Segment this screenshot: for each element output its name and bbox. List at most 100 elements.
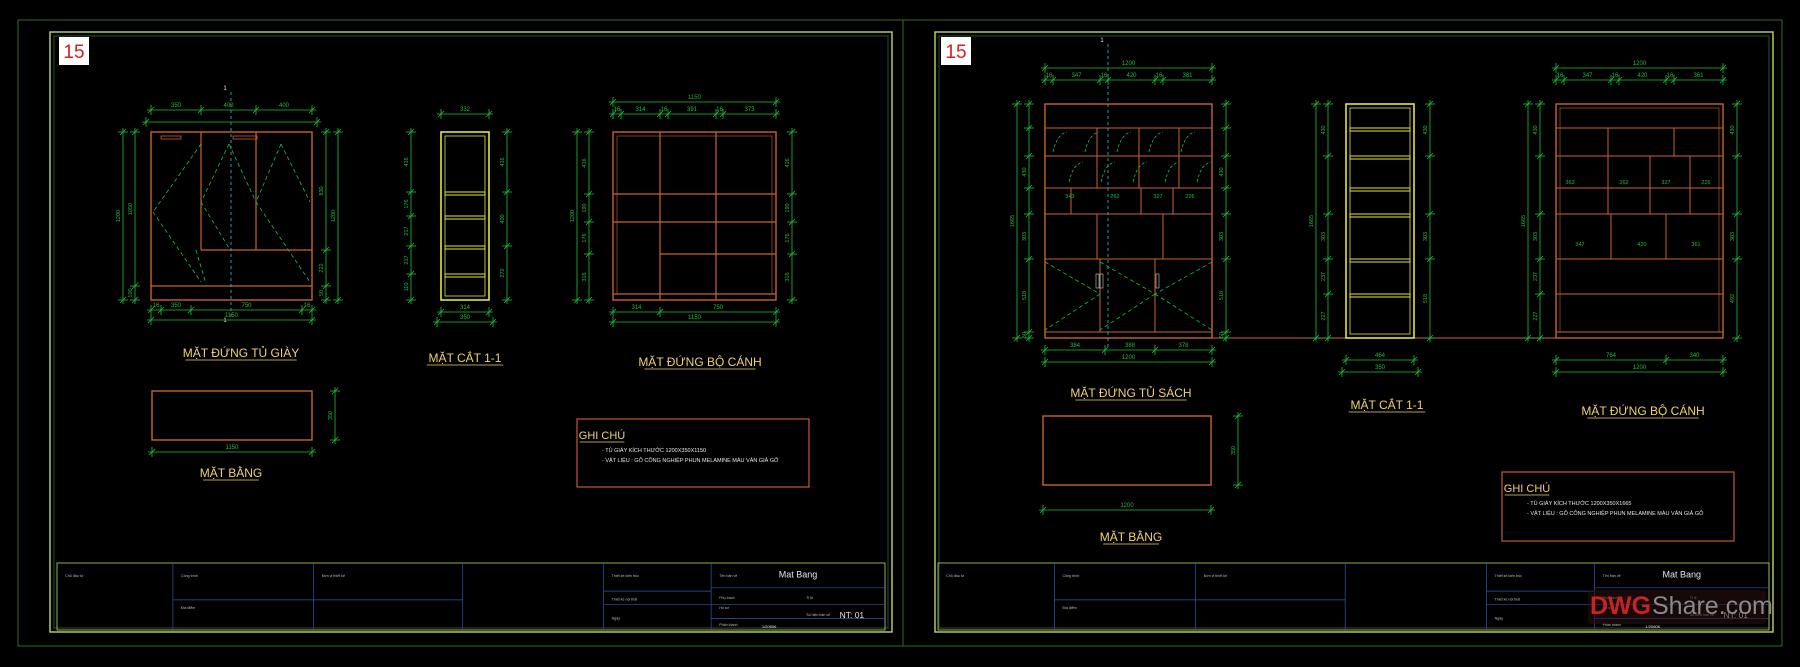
dim-label: 217 bbox=[404, 226, 410, 235]
dim-slash bbox=[573, 296, 581, 304]
dim-slash bbox=[719, 110, 727, 118]
section-outline bbox=[440, 131, 490, 301]
view-label-side: MẶT ĐỨNG BỘ CÁNH bbox=[1581, 403, 1704, 418]
view-label-section: MẶT CẮT 1-1 bbox=[429, 350, 502, 365]
dim-label: 314 bbox=[635, 107, 646, 113]
dim-slash bbox=[1524, 100, 1532, 108]
dim-label: 176 bbox=[785, 233, 791, 242]
door-swing bbox=[195, 249, 207, 285]
dim-slash bbox=[1536, 255, 1544, 263]
section-dim-bottom: 314 bbox=[437, 305, 493, 317]
dim-label: 416 bbox=[582, 158, 588, 167]
dim-slash bbox=[313, 118, 321, 126]
dim-slash bbox=[503, 296, 511, 304]
book-swing bbox=[1180, 131, 1196, 153]
dim-slash bbox=[1719, 368, 1727, 376]
book-swing bbox=[1148, 131, 1164, 153]
outer-frame bbox=[17, 19, 1783, 647]
dim-slash bbox=[1049, 76, 1057, 84]
dim-slash bbox=[407, 188, 415, 196]
dim-slash bbox=[1013, 100, 1021, 108]
dim-label: 750 bbox=[713, 305, 724, 311]
sheet-border bbox=[934, 31, 1774, 633]
dim-label: 303 bbox=[1219, 232, 1225, 241]
dim-slash bbox=[1552, 368, 1560, 376]
section-dim-bottom2: 350 bbox=[1338, 365, 1422, 377]
dim-label: 361 bbox=[1693, 73, 1704, 79]
dim-slash bbox=[1234, 481, 1242, 489]
dim-slash bbox=[1426, 255, 1434, 263]
sheet-badge: 15 bbox=[945, 42, 966, 63]
door-swing bbox=[200, 201, 230, 249]
plan-dim-h: 350 bbox=[1231, 412, 1243, 489]
shelf-dim: 420 bbox=[1637, 242, 1646, 248]
dim-slash bbox=[1222, 124, 1230, 132]
dim-slash bbox=[1662, 356, 1670, 364]
front-dim-right2: 1200 bbox=[331, 128, 343, 304]
dim-label: 464 bbox=[1375, 353, 1386, 359]
door-swing bbox=[200, 143, 230, 203]
dim-label: 1200 bbox=[331, 210, 337, 222]
handle bbox=[232, 135, 258, 140]
dim-slash bbox=[197, 106, 205, 114]
title-block-label: Công trình bbox=[181, 574, 198, 578]
dim-label: 430 bbox=[1533, 125, 1539, 134]
title-block-label: Phụ trách bbox=[719, 596, 734, 600]
view-label-plan: MẶT BẰNG bbox=[1100, 529, 1162, 544]
dim-slash bbox=[485, 308, 493, 316]
title-block-label: Tên bản vẽ bbox=[719, 574, 737, 578]
view-label-side: MẶT ĐỨNG BỘ CÁNH bbox=[638, 354, 761, 369]
dim-slash bbox=[1025, 210, 1033, 218]
dim-slash bbox=[1426, 100, 1434, 108]
section-shelf bbox=[1349, 293, 1411, 298]
book-swing bbox=[1164, 161, 1180, 183]
title-block-label: Thiết kế kiến trúc bbox=[612, 574, 640, 578]
dim-slash bbox=[1208, 76, 1216, 84]
dim-slash bbox=[1222, 184, 1230, 192]
dim-slash bbox=[1208, 358, 1216, 366]
dim-slash bbox=[1151, 76, 1159, 84]
section-dim-bottom2: 350 bbox=[433, 315, 497, 327]
dim-slash bbox=[1025, 255, 1033, 263]
dim-label: 16 bbox=[614, 107, 621, 113]
dim-slash bbox=[407, 212, 415, 220]
section-dim-top: 332 bbox=[437, 107, 493, 119]
dim-label: 50 bbox=[1219, 332, 1225, 338]
note-line: - TỦ GIÀY KÍCH THƯỚC 1200X350X1665 bbox=[1527, 500, 1632, 507]
door-swing bbox=[1154, 293, 1213, 331]
dim-slash bbox=[1041, 76, 1049, 84]
dim-label: 190 bbox=[582, 203, 588, 212]
door-swing bbox=[1044, 293, 1101, 331]
dim-slash bbox=[664, 110, 672, 118]
dim-slash bbox=[1222, 334, 1230, 342]
drawing-name: Mat Bang bbox=[1662, 570, 1701, 580]
dim-label: 303 bbox=[1423, 232, 1429, 241]
dim-slash bbox=[322, 128, 330, 136]
dim-label: 350 bbox=[328, 411, 334, 420]
dim-slash bbox=[331, 436, 339, 444]
dim-label: 518 bbox=[1423, 294, 1429, 303]
dim-slash bbox=[788, 218, 796, 226]
dim-slash bbox=[119, 128, 127, 136]
section-inner bbox=[1349, 107, 1411, 335]
sheet-border bbox=[49, 31, 893, 633]
dim-slash bbox=[1324, 152, 1332, 160]
door-swing bbox=[255, 143, 282, 203]
side-dim-bottom2: 1150 bbox=[609, 315, 780, 327]
dim-slash bbox=[437, 110, 445, 118]
dim-label: 430 bbox=[1022, 167, 1028, 176]
dim-label: 518 bbox=[1022, 291, 1028, 300]
shelf-dim: 361 bbox=[1691, 242, 1700, 248]
door-handle bbox=[1099, 273, 1104, 289]
dim-slash bbox=[407, 296, 415, 304]
dim-label: 237 bbox=[1533, 272, 1539, 281]
title-block-label: Tên bản vẽ bbox=[1603, 574, 1621, 578]
note-border bbox=[576, 418, 810, 488]
dim-slash bbox=[1426, 210, 1434, 218]
